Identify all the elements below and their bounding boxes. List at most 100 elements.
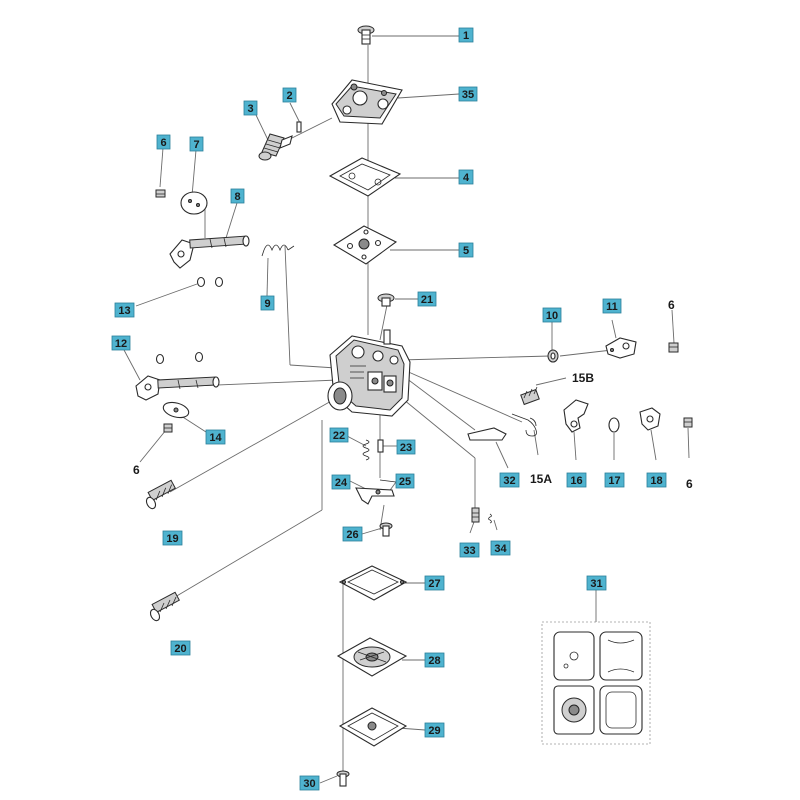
- callout-22[interactable]: 22: [329, 427, 349, 443]
- svg-text:16: 16: [570, 475, 582, 487]
- part-4-gasket: [328, 157, 402, 197]
- callout-30[interactable]: 30: [299, 775, 320, 791]
- svg-text:12: 12: [115, 338, 127, 350]
- callout-26[interactable]: 26: [342, 526, 363, 542]
- callout-3[interactable]: 3: [243, 100, 258, 116]
- callout-8[interactable]: 8: [230, 188, 245, 204]
- callout-11[interactable]: 11: [602, 298, 622, 314]
- callout-2[interactable]: 2: [282, 87, 297, 103]
- svg-text:25: 25: [399, 476, 411, 488]
- callout-23[interactable]: 23: [396, 439, 416, 455]
- svg-text:24: 24: [335, 477, 348, 489]
- svg-text:13: 13: [118, 305, 130, 317]
- svg-text:2: 2: [286, 90, 292, 102]
- carburetor-body: [327, 329, 411, 417]
- part-32-plate: [467, 427, 507, 441]
- part-33-needle: [471, 507, 480, 523]
- part-6-screw-top: [155, 189, 166, 198]
- part-22-spring: [362, 439, 370, 461]
- svg-text:26: 26: [346, 529, 358, 541]
- part-15b-inlet-needle: [520, 386, 540, 406]
- callout-5[interactable]: 5: [458, 242, 474, 258]
- part-31-repair-kit: [541, 621, 651, 745]
- part-16-lever: [563, 399, 589, 433]
- callout-13[interactable]: 13: [114, 302, 135, 318]
- label-15a[interactable]: 15A: [530, 472, 552, 486]
- plain-labels: 15B 15A 6 6 6: [133, 298, 693, 491]
- svg-text:22: 22: [333, 430, 345, 442]
- callout-17[interactable]: 17: [604, 472, 625, 488]
- callout-29[interactable]: 29: [424, 722, 445, 738]
- svg-text:31: 31: [590, 578, 602, 590]
- svg-text:32: 32: [503, 475, 515, 487]
- callout-19[interactable]: 19: [162, 530, 183, 546]
- callout-12[interactable]: 12: [111, 335, 131, 351]
- part-26-screw: [379, 522, 393, 537]
- part-34-spring: [488, 513, 492, 524]
- part-2-pin: [296, 121, 302, 133]
- callout-25[interactable]: 25: [395, 473, 415, 489]
- callout-14[interactable]: 14: [205, 429, 226, 445]
- part-29-cover: [338, 707, 408, 747]
- svg-text:1: 1: [463, 30, 469, 42]
- part-9-spring: [261, 244, 295, 257]
- svg-text:10: 10: [546, 310, 558, 322]
- svg-text:5: 5: [463, 245, 469, 257]
- part-23-pin: [377, 439, 384, 453]
- part-3-screw: [258, 133, 293, 161]
- callout-16[interactable]: 16: [566, 472, 587, 488]
- part-12-choke-shaft: [135, 375, 220, 401]
- callouts: 1 35 2 3 6 7 4 8 5 21 9 13 10 11 12 14 2…: [111, 27, 667, 791]
- callout-1[interactable]: 1: [458, 27, 474, 43]
- part-15a-spring: [511, 413, 537, 437]
- callout-7[interactable]: 7: [189, 136, 204, 152]
- label-6-left[interactable]: 6: [133, 463, 140, 477]
- part-7-valve-disc: [180, 191, 208, 215]
- part-13-orings: [196, 276, 224, 288]
- part-25-shaft: [379, 479, 397, 483]
- callout-10[interactable]: 10: [542, 307, 562, 323]
- label-15b[interactable]: 15B: [572, 371, 594, 385]
- svg-text:35: 35: [462, 89, 474, 101]
- callout-24[interactable]: 24: [331, 474, 351, 490]
- callout-32[interactable]: 32: [499, 472, 520, 488]
- part-6-screw-right-bottom: [683, 417, 693, 428]
- part-27-gasket: [338, 565, 408, 601]
- callout-6-top[interactable]: 6: [156, 134, 171, 150]
- part-orings-choke: [155, 351, 204, 365]
- part-18-plate: [639, 407, 661, 431]
- svg-text:33: 33: [463, 545, 475, 557]
- part-20-needle: [149, 591, 180, 622]
- svg-text:9: 9: [264, 298, 270, 310]
- parts: [135, 25, 693, 787]
- callout-18[interactable]: 18: [646, 472, 667, 488]
- part-6-screw-right: [668, 342, 679, 353]
- svg-text:3: 3: [247, 103, 253, 115]
- part-35-cover: [331, 79, 403, 125]
- part-30-screw: [336, 770, 350, 787]
- callout-27[interactable]: 27: [424, 575, 445, 591]
- callout-28[interactable]: 28: [424, 652, 445, 668]
- callout-31[interactable]: 31: [586, 575, 607, 591]
- part-14-choke-plate: [162, 401, 190, 419]
- svg-text:23: 23: [400, 442, 412, 454]
- callout-33[interactable]: 33: [459, 542, 480, 558]
- svg-text:20: 20: [174, 643, 186, 655]
- callout-9[interactable]: 9: [260, 295, 275, 311]
- svg-text:19: 19: [166, 533, 178, 545]
- svg-text:8: 8: [234, 191, 240, 203]
- callout-4[interactable]: 4: [458, 169, 474, 185]
- label-6-right-top[interactable]: 6: [668, 298, 675, 312]
- callout-21[interactable]: 21: [417, 291, 437, 307]
- svg-text:7: 7: [193, 139, 199, 151]
- svg-text:18: 18: [650, 475, 662, 487]
- label-6-right-bottom[interactable]: 6: [686, 477, 693, 491]
- part-1-screw: [357, 25, 375, 45]
- callout-35[interactable]: 35: [458, 86, 478, 102]
- svg-text:4: 4: [463, 172, 470, 184]
- callout-20[interactable]: 20: [170, 640, 191, 656]
- svg-text:11: 11: [606, 301, 618, 313]
- part-28-diaphragm: [336, 637, 408, 677]
- callout-34[interactable]: 34: [490, 540, 511, 556]
